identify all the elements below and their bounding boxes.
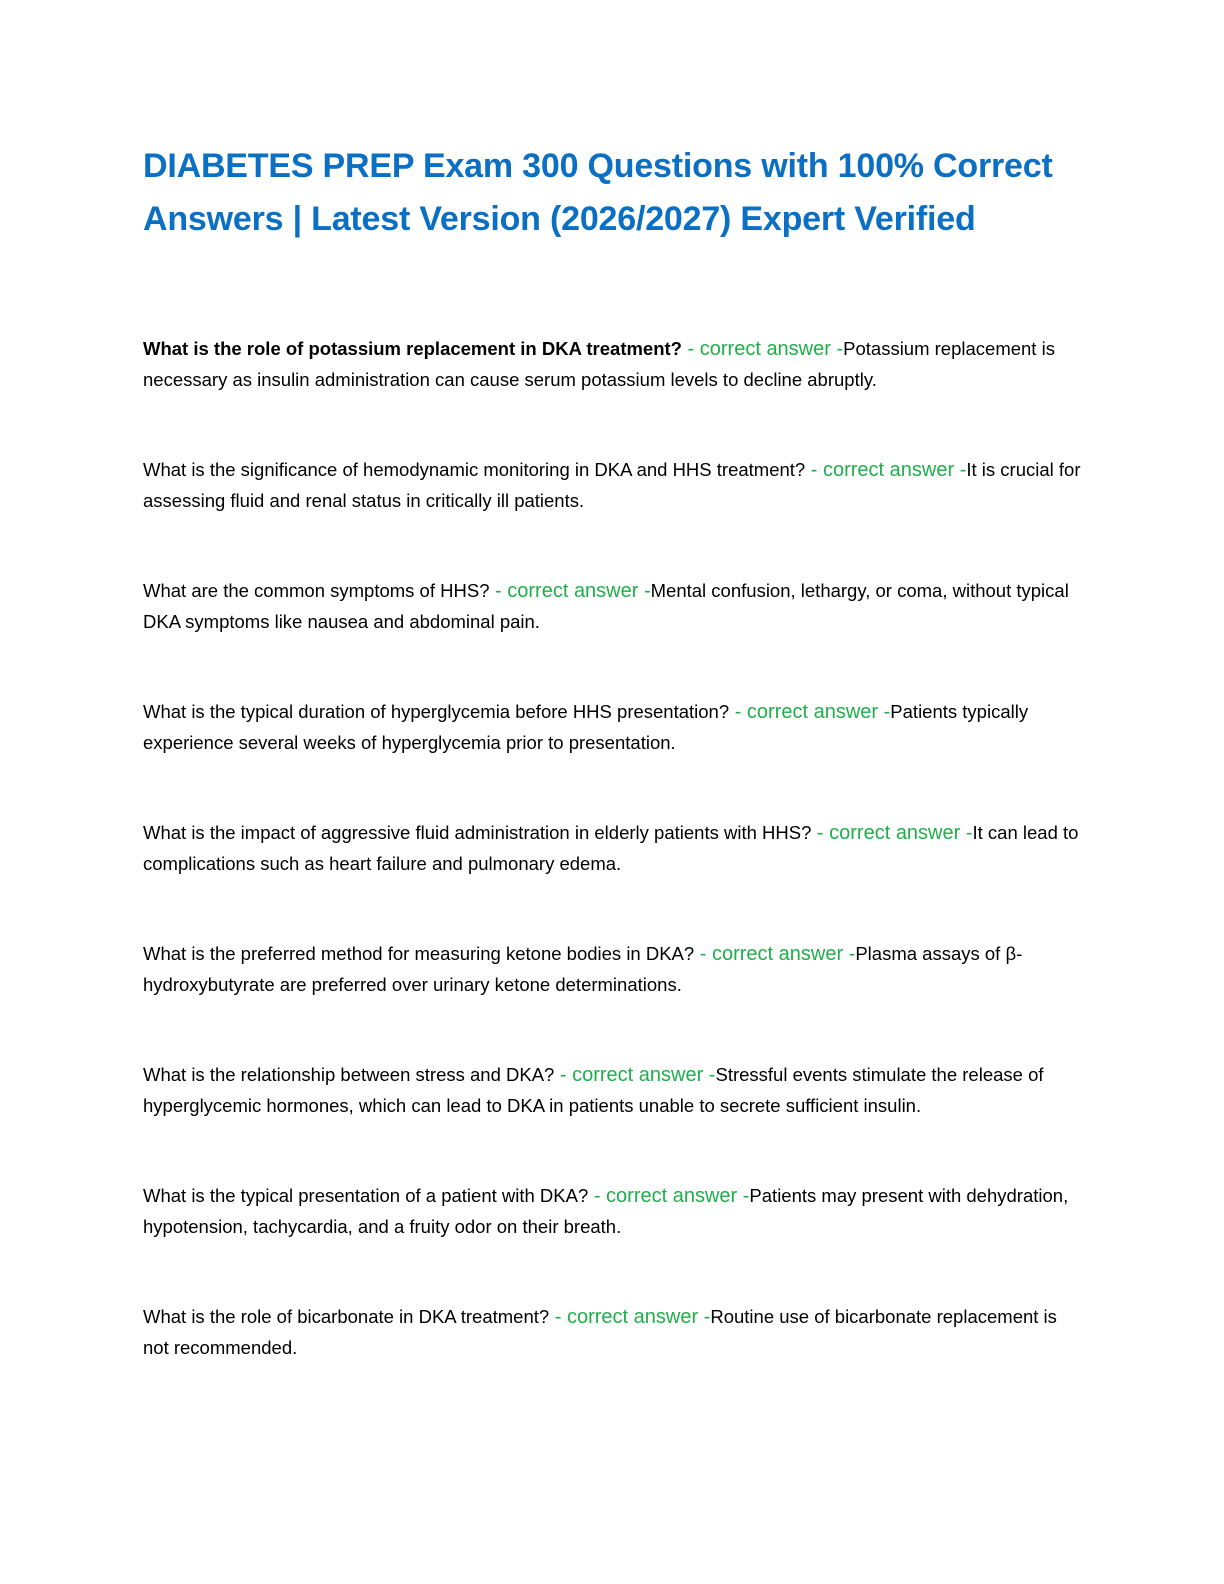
answer-separator: - correct answer - — [811, 822, 973, 844]
question-text: What is the significance of hemodynamic … — [143, 459, 806, 480]
answer-separator: - correct answer - — [588, 1185, 750, 1207]
answer-separator: - correct answer - — [805, 459, 967, 481]
answer-separator: - correct answer - — [549, 1306, 711, 1328]
answer-text: It is crucial for assessing fluid and re… — [143, 459, 1081, 511]
qa-item: What is the preferred method for measuri… — [143, 939, 1083, 999]
document-page: DIABETES PREP Exam 300 Questions with 10… — [143, 140, 1083, 1423]
answer-text: Mental confusion, lethargy, or coma, wit… — [143, 580, 1069, 632]
qa-item: What is the role of bicarbonate in DKA t… — [143, 1302, 1083, 1362]
question-text: What is the relationship between stress … — [143, 1064, 555, 1085]
answer-separator: - correct answer - — [489, 580, 651, 602]
question-text: What are the common symptoms of HHS? — [143, 580, 490, 601]
question-text: What is the impact of aggressive fluid a… — [143, 822, 812, 843]
question-text: What is the role of potassium replacemen… — [143, 338, 682, 359]
answer-separator: - correct answer - — [681, 338, 844, 360]
answer-text: Potassium replacement is necessary as in… — [143, 338, 1055, 390]
question-text: What is the typical presentation of a pa… — [143, 1185, 589, 1206]
answer-separator: - correct answer - — [729, 701, 891, 723]
qa-item: What is the relationship between stress … — [143, 1060, 1083, 1120]
answer-separator: - correct answer - — [554, 1064, 716, 1086]
qa-item: What is the typical duration of hypergly… — [143, 697, 1083, 757]
answer-separator: - correct answer - — [694, 943, 856, 965]
qa-item: What is the typical presentation of a pa… — [143, 1181, 1083, 1241]
qa-item: What is the significance of hemodynamic … — [143, 455, 1083, 515]
answer-text: Stressful events stimulate the release o… — [143, 1064, 1044, 1116]
answer-text: Routine use of bicarbonate replacement i… — [143, 1306, 1057, 1358]
qa-list: What is the role of potassium replacemen… — [143, 334, 1083, 1362]
answer-text: Patients typically experience several we… — [143, 701, 1029, 753]
answer-text: Patients may present with dehydration, h… — [143, 1185, 1069, 1237]
answer-text: It can lead to complications such as hea… — [143, 822, 1079, 874]
qa-item: What is the role of potassium replacemen… — [143, 334, 1083, 394]
qa-item: What are the common symptoms of HHS? - c… — [143, 576, 1083, 636]
question-text: What is the role of bicarbonate in DKA t… — [143, 1306, 550, 1327]
question-text: What is the preferred method for measuri… — [143, 943, 695, 964]
qa-item: What is the impact of aggressive fluid a… — [143, 818, 1083, 878]
document-title: DIABETES PREP Exam 300 Questions with 10… — [143, 147, 1053, 238]
question-text: What is the typical duration of hypergly… — [143, 701, 730, 722]
answer-text: Plasma assays of β-hydroxybutyrate are p… — [143, 943, 1023, 995]
